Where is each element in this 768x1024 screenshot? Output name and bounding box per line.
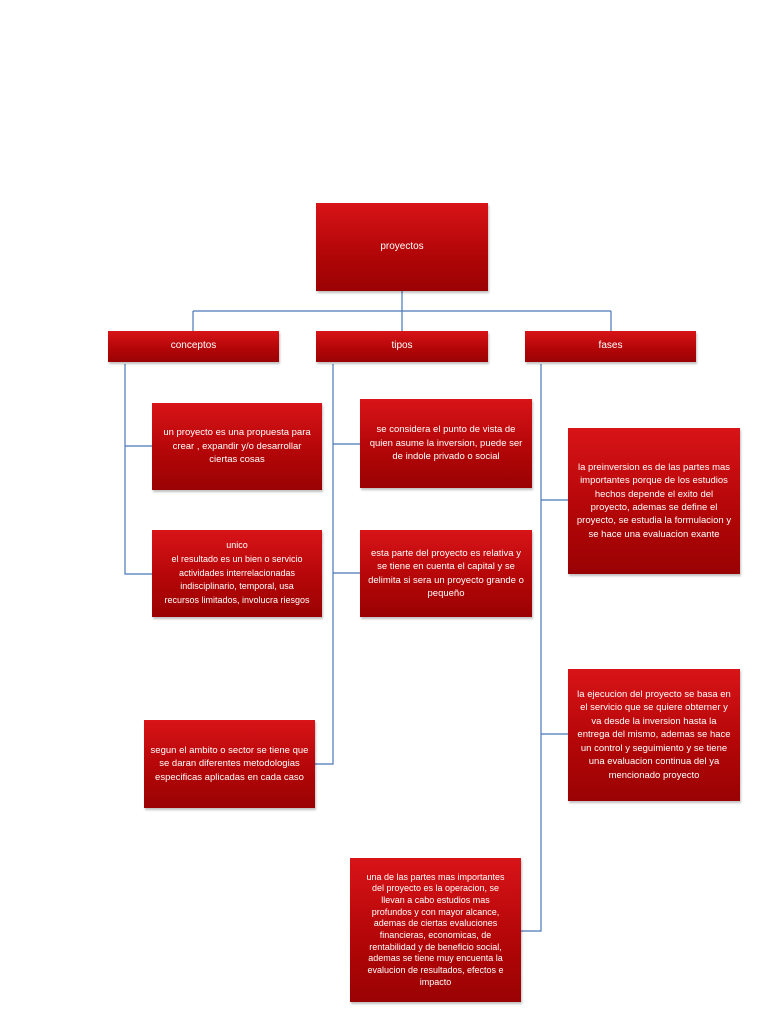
branch-node-tipos: tipos bbox=[316, 331, 488, 362]
fases-item-2: la ejecucion del proyecto se basa en el … bbox=[568, 669, 740, 801]
fases-item-3: una de las partes mas importantes del pr… bbox=[350, 858, 521, 1002]
connector-tipos-spine bbox=[315, 364, 334, 765]
node-text: una de las partes mas importantes del pr… bbox=[366, 871, 505, 987]
branch-node-fases: fases bbox=[525, 331, 696, 362]
connector-conceptos-spine bbox=[124, 364, 152, 575]
node-text: la ejecucion del proyecto se basa en el … bbox=[577, 688, 731, 781]
root-node-proyectos: proyectos bbox=[316, 203, 488, 291]
branch-node-label: tipos bbox=[391, 340, 413, 352]
node-text: la preinversion es de las partes mas imp… bbox=[576, 461, 732, 540]
root-node-label: proyectos bbox=[380, 240, 424, 252]
fases-item-1: la preinversion es de las partes mas imp… bbox=[568, 428, 740, 574]
node-text: unico el resultado es un bien o servicio… bbox=[164, 539, 310, 606]
tipos-item-3: segun el ambito o sector se tiene que se… bbox=[144, 720, 315, 808]
branch-node-label: fases bbox=[598, 340, 623, 352]
branch-node-label: conceptos bbox=[170, 340, 217, 352]
conceptos-item-2: unico el resultado es un bien o servicio… bbox=[152, 530, 322, 617]
node-text: se considera el punto de vista de quien … bbox=[369, 424, 523, 463]
node-text: segun el ambito o sector se tiene que se… bbox=[150, 744, 309, 783]
connector-fases-spine bbox=[520, 364, 542, 932]
node-text: esta parte del proyecto es relativa y se… bbox=[368, 547, 524, 599]
tipos-item-1: se considera el punto de vista de quien … bbox=[360, 399, 532, 488]
conceptos-item-1: un proyecto es una propuesta para crear … bbox=[152, 403, 322, 490]
node-text: un proyecto es una propuesta para crear … bbox=[163, 427, 311, 466]
branch-node-conceptos: conceptos bbox=[108, 331, 279, 362]
tipos-item-2: esta parte del proyecto es relativa y se… bbox=[360, 530, 532, 617]
